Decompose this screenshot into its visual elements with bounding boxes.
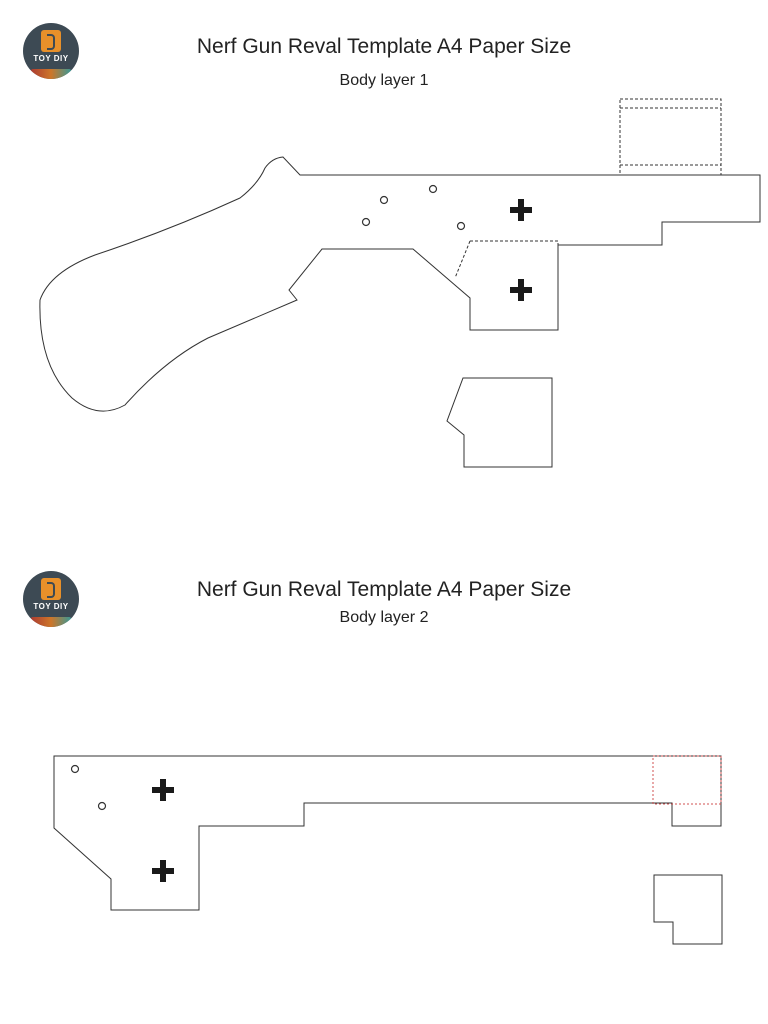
pin-hole: [428, 184, 438, 194]
pin-hole: [97, 801, 107, 811]
logo-stripe: [31, 617, 71, 627]
body-layer-2-outline: [53, 755, 722, 911]
toy-diy-logo: TOY DIY: [23, 571, 79, 627]
small-piece-2: [653, 874, 723, 945]
body-layer-2-template: [53, 755, 723, 945]
page-title: Nerf Gun Reval Template A4 Paper Size: [196, 578, 572, 601]
body-layer-1-template: [39, 98, 761, 468]
pin-hole: [379, 195, 389, 205]
logo-text: TOY DIY: [33, 602, 69, 611]
small-piece-1: [446, 377, 553, 468]
pin-hole: [361, 217, 371, 227]
page-subtitle: Body layer 1: [339, 72, 429, 89]
toy-diy-logo: TOY DIY: [23, 23, 79, 79]
template-section-2: TOY DIY Nerf Gun Reval Template A4 Paper…: [0, 548, 768, 1024]
registration-cross: [510, 279, 532, 301]
page-title: Nerf Gun Reval Template A4 Paper Size: [196, 35, 572, 58]
fold-region-red: [652, 755, 722, 805]
toy-diy-logo-icon: [41, 578, 61, 600]
template-section-1: TOY DIY Nerf Gun Reval Template A4 Paper…: [23, 23, 761, 468]
registration-cross: [510, 199, 532, 221]
body-layer-1-outline: [39, 156, 761, 412]
fold-region-lower: [454, 240, 559, 330]
registration-cross: [152, 779, 174, 801]
fold-tab-top: [619, 98, 722, 176]
page-subtitle: Body layer 2: [339, 609, 429, 626]
pin-hole: [70, 764, 80, 774]
pin-hole: [456, 221, 466, 231]
registration-cross: [152, 860, 174, 882]
logo-text: TOY DIY: [33, 54, 69, 63]
toy-diy-logo-icon: [41, 30, 61, 52]
logo-stripe: [31, 69, 71, 79]
